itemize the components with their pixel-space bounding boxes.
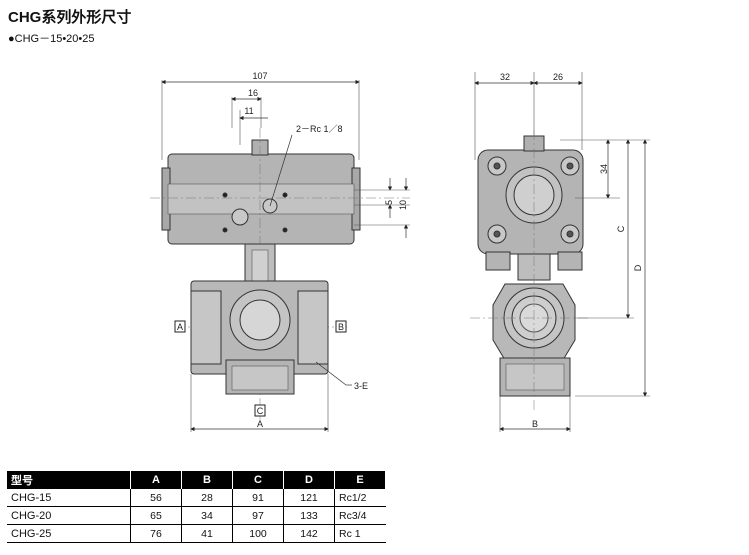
dim-32: 32 [500, 72, 510, 82]
front-view [150, 79, 410, 432]
cell-c: 100 [232, 524, 284, 543]
page-title: CHG系列外形尺寸 [8, 9, 132, 26]
cell-d: 121 [283, 489, 335, 507]
header-model: 型号 [7, 471, 131, 489]
cell-a: 76 [130, 524, 182, 543]
cell-e: Rc1/2 [334, 489, 386, 507]
header-d: D [283, 471, 335, 489]
dim-10: 10 [398, 200, 408, 210]
dim-11: 11 [244, 106, 253, 116]
port-callout: 2－Rc 1／8 [296, 124, 343, 134]
cell-model: CHG-20 [7, 506, 131, 525]
dim-34: 34 [599, 164, 609, 174]
cell-b: 28 [181, 489, 233, 507]
table-row: CHG-25 76 41 100 142 Rc 1 [7, 524, 386, 543]
header-c: C [232, 471, 284, 489]
dim-d-label: D [633, 264, 643, 271]
cell-a: 56 [130, 489, 182, 507]
dimension-table: 型号 A B C D E CHG-15 56 28 91 121 Rc1/2 C… [7, 471, 386, 543]
cell-d: 142 [283, 524, 335, 543]
header-e: E [334, 471, 386, 489]
side-view [470, 72, 650, 432]
port-b-label: B [338, 322, 344, 332]
header-b: B [181, 471, 233, 489]
cell-b: 41 [181, 524, 233, 543]
cell-c: 97 [232, 506, 284, 525]
port-a-label: A [177, 322, 183, 332]
model-subtitle: ●CHG－15•20•25 [8, 33, 95, 45]
callout-3e: 3-E [354, 381, 368, 391]
cell-e: Rc3/4 [334, 506, 386, 525]
cell-e: Rc 1 [334, 524, 386, 543]
dim-b-label: B [532, 419, 538, 429]
dim-5: 5 [384, 200, 394, 205]
port-c-label: C [257, 406, 264, 416]
dim-16: 16 [248, 88, 258, 98]
cell-a: 65 [130, 506, 182, 525]
dim-c-label: C [616, 225, 626, 232]
table-header-row: 型号 A B C D E [7, 471, 386, 489]
dim-a-label: A [257, 419, 263, 429]
cell-b: 34 [181, 506, 233, 525]
technical-drawing: 107 16 11 2－Rc 1／8 5 10 A B C A 3-E [150, 71, 650, 432]
header-a: A [130, 471, 182, 489]
dim-overall-width: 107 [252, 71, 267, 81]
cell-c: 91 [232, 489, 284, 507]
cell-model: CHG-25 [7, 524, 131, 543]
dim-26: 26 [553, 72, 563, 82]
table-row: CHG-15 56 28 91 121 Rc1/2 [7, 489, 386, 507]
cell-model: CHG-15 [7, 489, 131, 507]
cell-d: 133 [283, 506, 335, 525]
table-row: CHG-20 65 34 97 133 Rc3/4 [7, 506, 386, 525]
